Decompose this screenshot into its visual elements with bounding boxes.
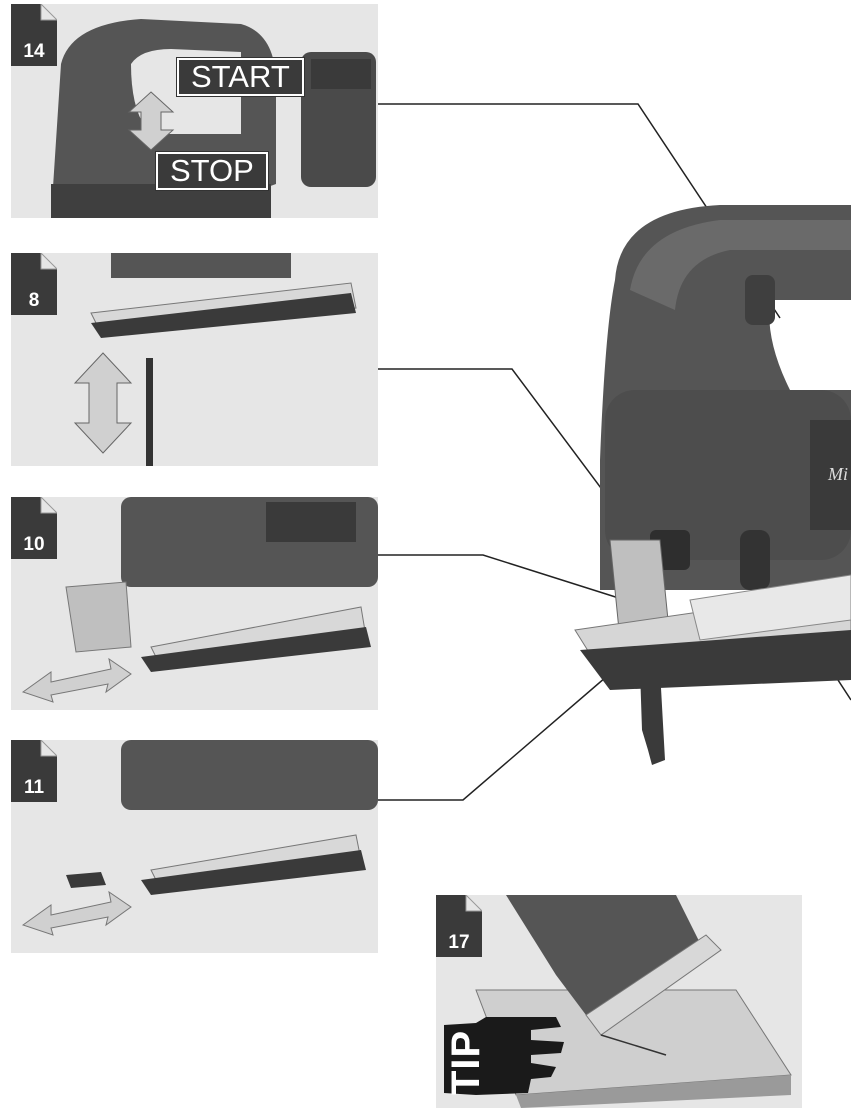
panel-number-tab: 8 — [11, 253, 57, 315]
panel-10: 10 — [11, 497, 378, 710]
panel-number-tab: 17 — [436, 895, 482, 957]
panel-number: 11 — [23, 777, 45, 798]
start-label: START — [176, 57, 305, 97]
double-arrow-horizontal-icon — [21, 657, 132, 703]
anti-splinter-insert-illustration — [66, 740, 378, 895]
panel-11: 11 — [11, 740, 378, 953]
double-arrow-vertical-icon — [127, 91, 175, 151]
svg-text:Mi: Mi — [827, 464, 848, 484]
jigsaw-main-illustration: Mi — [574, 205, 851, 765]
panel-number-tab: 10 — [11, 497, 57, 559]
panel-14: START STOP 14 — [11, 4, 378, 218]
panel-number: 10 — [23, 534, 45, 555]
panel-number-tab: 14 — [11, 4, 57, 66]
blade-insert-illustration — [90, 253, 357, 466]
panel-number: 8 — [28, 290, 40, 311]
pointing-hand-icon — [444, 1017, 564, 1095]
tip-label: TIP — [444, 1029, 488, 1095]
panel-number: 17 — [448, 932, 470, 953]
panel-number-tab: 11 — [11, 740, 57, 802]
double-arrow-horizontal-icon — [21, 890, 132, 936]
guard-removal-illustration — [65, 497, 378, 672]
panel-8: 8 — [11, 253, 378, 466]
panel-17: TIP 17 — [436, 895, 802, 1108]
double-arrow-vertical-icon — [73, 352, 133, 454]
panel-number: 14 — [23, 41, 45, 62]
stop-label: STOP — [155, 151, 269, 191]
